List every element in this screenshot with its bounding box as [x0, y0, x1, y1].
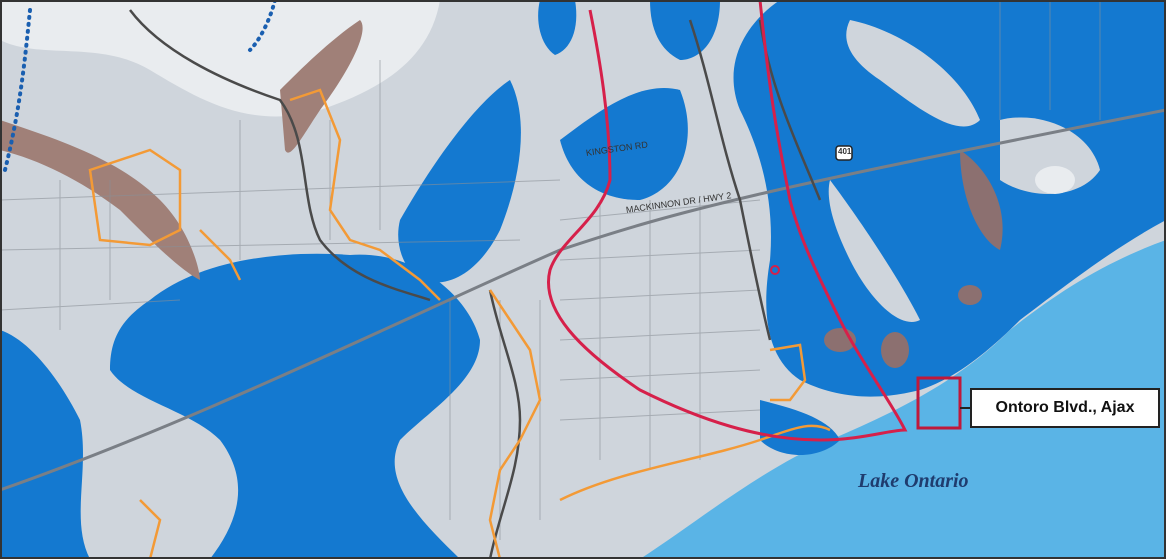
floodplain-north-spot [538, 0, 577, 55]
route-marker [770, 265, 780, 275]
highway-shield-icon [835, 145, 853, 161]
land-island-1 [846, 20, 980, 127]
wetland-spot-3 [958, 285, 982, 305]
lake-ontario-label: Lake Ontario [858, 470, 969, 492]
lake-ontario-water [640, 240, 1166, 559]
floodplain-center [398, 80, 521, 283]
site-callout-label[interactable]: Ontoro Blvd., Ajax [970, 388, 1160, 428]
land-island-3 [1035, 166, 1075, 194]
wetland-west [0, 120, 200, 280]
floodplain-east [733, 0, 1166, 397]
study-route [547, 0, 908, 442]
stream-dotted-2 [248, 0, 277, 52]
floodplain-west [110, 253, 480, 559]
site-location-box[interactable] [916, 376, 962, 430]
highway-shield-number: 401 [838, 147, 852, 156]
regulation-boundaries [88, 88, 831, 559]
floodplain-north-small [650, 0, 720, 60]
wetland-spot-2 [881, 332, 909, 368]
stream-dotted-1 [3, 8, 32, 172]
floodplain-kingston [560, 88, 688, 200]
floodplain-far-west [0, 330, 90, 559]
land-island-4 [828, 180, 920, 322]
wetland-north [280, 20, 363, 153]
wetland-east [960, 150, 1003, 250]
